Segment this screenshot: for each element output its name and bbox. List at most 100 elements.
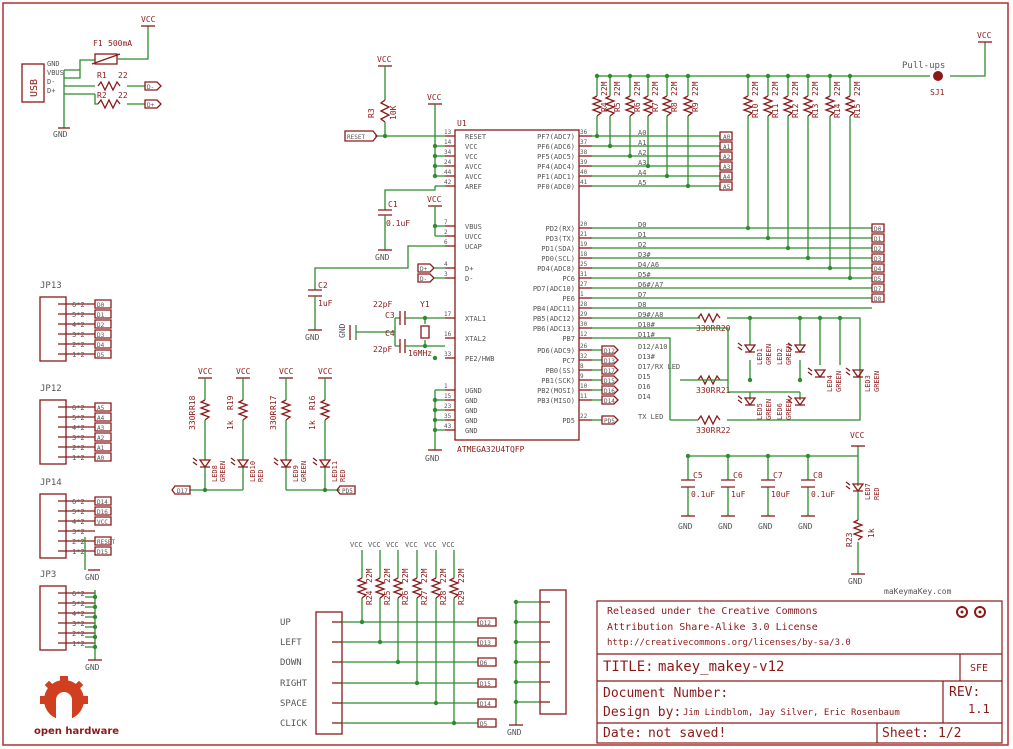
junction-dot — [92, 614, 98, 620]
mcu-right-pin-num: 28 — [580, 301, 588, 308]
mcu-left-pin-label: XTAL2 — [465, 335, 486, 343]
usb-pin-dplus: D+ — [47, 87, 55, 95]
left-led-color: GREEN — [219, 461, 227, 482]
decap-name: C5 — [693, 471, 703, 480]
title-block — [596, 600, 1003, 744]
digital-flag — [871, 293, 885, 303]
mcu-right-net-label: A4 — [638, 169, 646, 177]
input-label-right: RIGHT — [280, 679, 308, 689]
mcu-power-section: VCC R3 10K RESET VCC C1 0.1uF GND VCC C2… — [305, 55, 445, 342]
header-pin: 5*2 — [72, 508, 85, 516]
mcu-net-d13-flag — [601, 355, 619, 365]
usb-pin-vbus: VBUS — [47, 69, 64, 77]
mcu-right-pin-num: 30 — [580, 321, 588, 328]
mcu-right-pin-label: PB4(ADC11) — [533, 305, 575, 313]
analog-flag — [719, 171, 733, 181]
input-vcc: VCC — [405, 541, 418, 549]
mcu-u1: U1 ATMEGA32U4TQFP 13RESET14VCC34VCC24AVC… — [425, 119, 872, 463]
mcu-right-net-label: D9#/A8 — [638, 311, 663, 319]
decap-gnd: GND — [718, 522, 733, 531]
header-pin: 1*2 — [72, 351, 85, 359]
led-resistor-value: 330R — [696, 386, 715, 395]
junction-dot — [664, 173, 670, 179]
input-res-value: 22M — [365, 568, 374, 583]
junction-dot — [594, 133, 600, 139]
pullups-vcc: VCC — [977, 31, 992, 40]
junction-dot — [92, 624, 98, 630]
junction-dot — [92, 644, 98, 650]
mcu-left-pin-num: 2 — [444, 229, 448, 236]
header-net: A4 — [97, 415, 105, 422]
mcu-left-pin-num: 44 — [444, 169, 452, 176]
header-net: D2 — [97, 322, 105, 329]
mcu-left-pin-num: 6 — [444, 239, 448, 246]
header-pin: 6*2 — [72, 404, 85, 412]
usb-pin-gnd: GND — [47, 60, 60, 68]
mcu-left-pin-num: 16 — [444, 331, 452, 338]
mcu-left-pin-label: RESET — [465, 133, 487, 141]
led-name: LED3 — [864, 375, 872, 392]
mcu-right-net-label: D15 — [638, 373, 651, 381]
left-led-flag-label: D17 — [177, 488, 188, 495]
header-pin: 5*2 — [72, 414, 85, 422]
input-header-right — [539, 589, 567, 715]
capacitor-c6 — [721, 479, 735, 488]
c4-name: C4 — [385, 329, 395, 338]
header-net-flag — [94, 452, 112, 462]
header-pin: 6*2 — [72, 590, 85, 598]
mcu-right-pin-num: 11 — [580, 393, 588, 400]
header-net-flag — [94, 546, 112, 556]
input-vcc: VCC — [368, 541, 381, 549]
header-name: JP12 — [40, 384, 62, 394]
junction-dot — [685, 183, 691, 189]
left-led-name: LED11 — [331, 461, 339, 482]
led4-icon — [813, 369, 827, 379]
c2-value: 1uF — [318, 299, 333, 308]
led-resistor-name: R22 — [716, 426, 731, 435]
resistor-r20 — [697, 312, 721, 324]
digital-flag-label: D4 — [874, 266, 882, 273]
mcu-right-net-label: A2 — [638, 149, 646, 157]
analog-flag-label: A0 — [723, 134, 731, 141]
mcu-left-pin-num: 4 — [444, 261, 448, 268]
header-net: VCC — [97, 519, 108, 526]
mcu-right-pin-label: PB7 — [562, 335, 575, 343]
mcu-right-pin-label: PF6(ADC6) — [537, 143, 575, 151]
mcu-vcc: VCC — [427, 93, 442, 102]
c3-value: 22pF — [373, 300, 392, 309]
input-vcc: VCC — [350, 541, 363, 549]
resistor-r26 — [392, 577, 404, 599]
header-pin: 6*2 — [72, 301, 85, 309]
c4-value: 22pF — [373, 345, 392, 354]
header-pin: 2*2 — [72, 630, 85, 638]
input-res-name: R27 — [420, 590, 429, 605]
analog-flag — [719, 131, 733, 141]
header-net-flag — [94, 319, 112, 329]
mcu-right-pin-num: 39 — [580, 159, 588, 166]
left-led-flag-label: PD5 — [342, 488, 353, 495]
logo-text: open hardware — [34, 726, 119, 737]
input-gnd: GND — [507, 728, 522, 737]
digital-flag-label: D5 — [874, 276, 882, 283]
mcu-right-pin-label: PD6(ADC9) — [537, 347, 575, 355]
analog-flag-label: A1 — [723, 144, 731, 151]
analog-flag-label: A3 — [723, 164, 731, 171]
pullup-analog-name: R9 — [691, 102, 700, 112]
pullups-jumper: SJ1 — [930, 88, 945, 97]
junction-dot — [607, 143, 613, 149]
decap-gnd: GND — [758, 522, 773, 531]
pullup-analog-value: 22M — [613, 81, 622, 96]
junction-dot — [322, 487, 328, 493]
mcu-right-net-label: D8 — [638, 301, 646, 309]
mcu-left-pin-label: VBUS — [465, 223, 482, 231]
header-pin: 5*2 — [72, 311, 85, 319]
power-led-name: LED7 — [864, 483, 872, 500]
crystal-gnd: GND — [338, 323, 347, 338]
led-resistor-name: R21 — [716, 386, 731, 395]
r3-name: R3 — [367, 108, 376, 118]
mcu-left-pin-label: D+ — [465, 265, 473, 273]
pullup-digital-name: R11 — [771, 103, 780, 118]
